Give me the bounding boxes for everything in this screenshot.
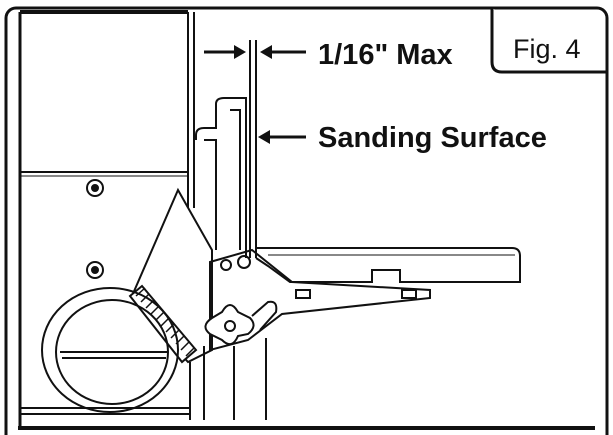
sanding-surface <box>249 40 257 258</box>
gap-label: 1/16" Max <box>318 39 453 71</box>
screw-upper <box>86 179 104 197</box>
gap-arrow-left <box>204 45 246 59</box>
surface-pointer-arrow <box>258 130 306 144</box>
sander-base <box>18 338 595 430</box>
tilt-scale-ticks <box>135 287 195 357</box>
fig-label: Fig. 4 <box>513 34 581 64</box>
table-support-arm <box>209 248 431 352</box>
surface-label: Sanding Surface <box>318 122 547 154</box>
work-table <box>255 247 521 283</box>
screw-lower <box>86 261 104 279</box>
gap-arrow-right <box>260 45 306 59</box>
lock-knob-icon <box>204 300 278 346</box>
dust-port <box>41 287 179 413</box>
belt-housing <box>195 97 247 258</box>
sander-housing <box>20 10 195 208</box>
fig-label-box: Fig. 4 <box>490 8 607 74</box>
